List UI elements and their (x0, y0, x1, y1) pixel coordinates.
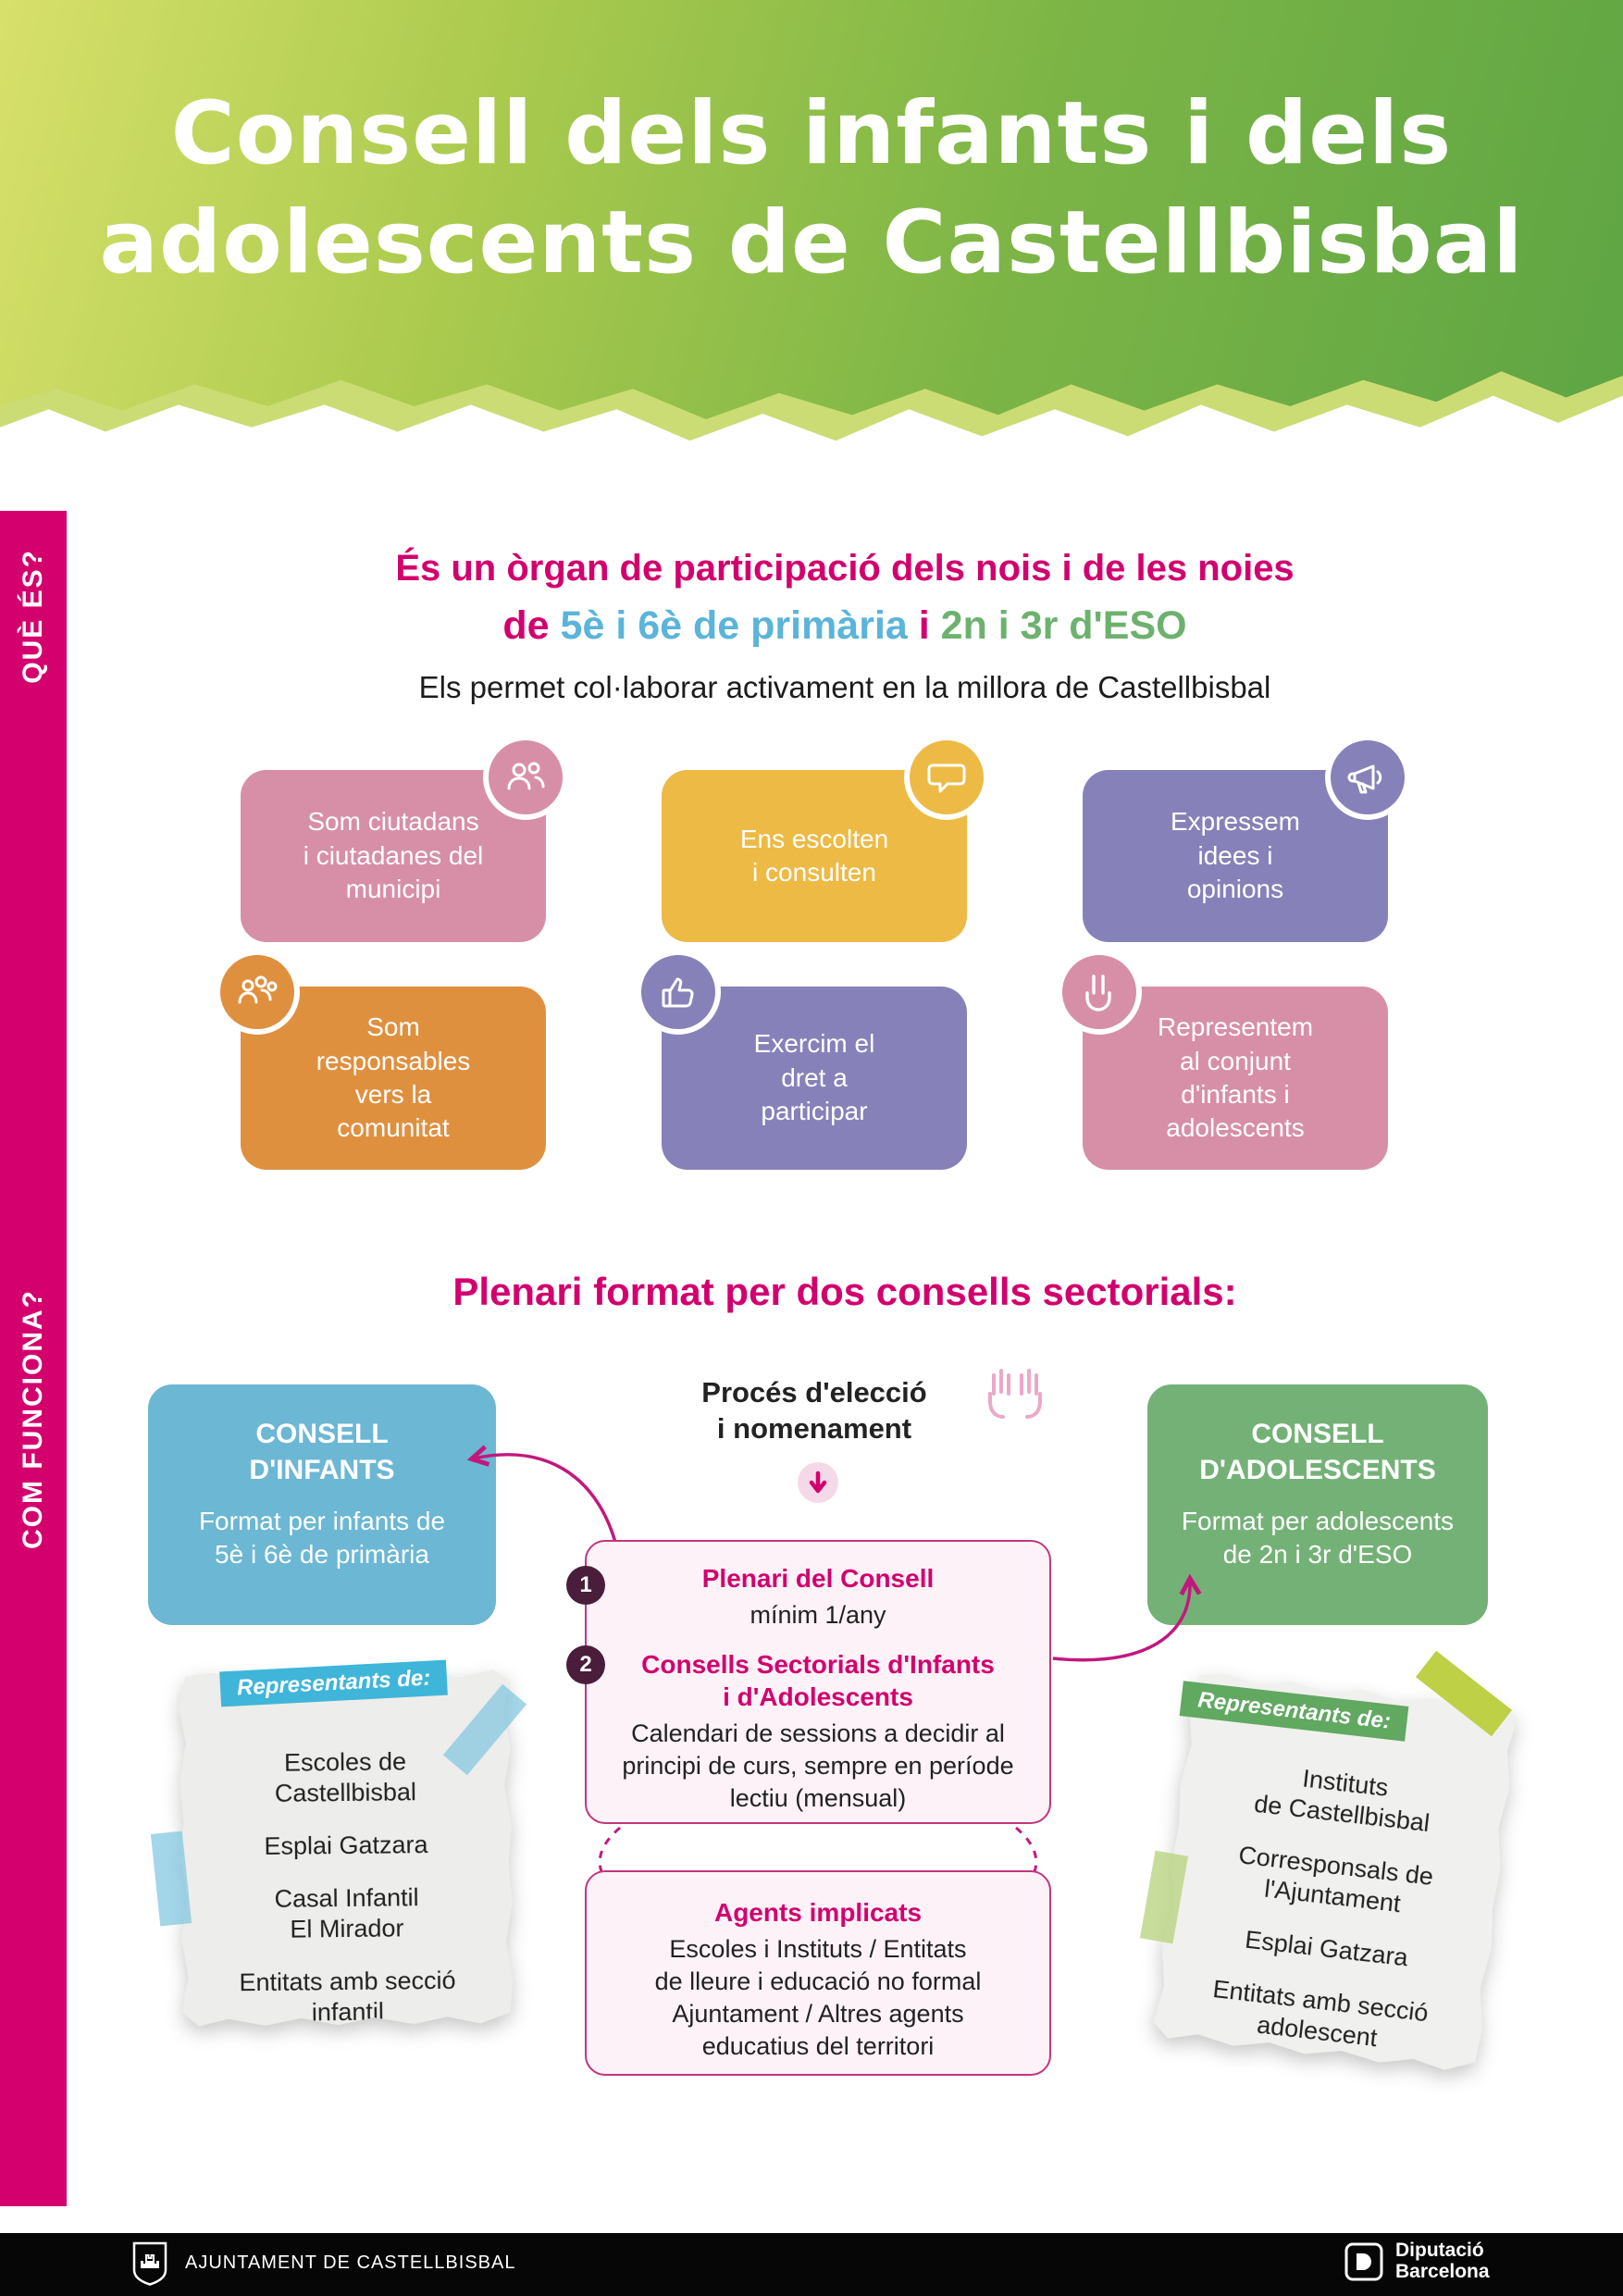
feature-card-express-label: Expressem idees i opinions (1170, 807, 1301, 904)
plenari-item2-body: Calendari de sessions a decidir al princ… (622, 1719, 1014, 1813)
note-left-paper: Escoles de Castellbisbal Esplai Gatzara … (179, 1669, 514, 2027)
community-icon (215, 949, 300, 1035)
page-title: Consell dels infants i dels adolescents … (99, 83, 1524, 294)
sidebar-label-que-es: QUÈ ÉS? (0, 533, 67, 700)
note-left: Escoles de Castellbisbal Esplai Gatzara … (179, 1669, 514, 2027)
feature-card-participate-label: Exercim el dret a participar (753, 1029, 875, 1126)
feature-card-listen-label: Ens escolten i consulten (739, 824, 889, 887)
feature-card-responsible: Som responsables vers la comunitat (215, 949, 546, 1170)
ajuntament-logo-block: AJUNTAMENT DE CASTELLBISBAL (130, 2239, 515, 2287)
header-banner (0, 0, 1623, 420)
sidebar-stripe: QUÈ ÉS? COM FUNCIONA? (0, 511, 67, 2206)
consell-infants-title: CONSELL D'INFANTS (249, 1419, 395, 1485)
sidebar-label-que-es-text: QUÈ ÉS? (18, 549, 48, 684)
note-left-item-2: Esplai Gatzara (264, 1830, 428, 1860)
agents-title: Agents implicats (713, 1898, 923, 1927)
note-left-item-1: Escoles de Castellbisbal (274, 1747, 417, 1807)
plenari-item1-body: mínim 1/any (750, 1601, 886, 1629)
feature-card-represent-label: Representem al conjunt d'infants i adole… (1157, 1012, 1314, 1143)
sidebar-label-com-funciona-text: COM FUNCIONA? (18, 1288, 48, 1549)
victory-hand-icon (1057, 949, 1142, 1035)
plenari-item2-title: Consells Sectorials d'Infants i d'Adoles… (641, 1650, 995, 1712)
raised-hands-icon (979, 1362, 1051, 1428)
consell-adolescents-card: CONSELL D'ADOLESCENTS Format per adolesc… (1147, 1384, 1488, 1625)
note-right-item-2: Corresponsals de l'Ajuntament (1236, 1841, 1435, 1917)
castle-shield-icon (132, 2241, 167, 2286)
feature-card-citizens: Som ciutadans i ciutadanes del municipi (241, 735, 568, 942)
intro-line2-primaria: 5è i 6è de primària (560, 603, 908, 648)
ajuntament-label: AJUNTAMENT DE CASTELLBISBAL (185, 2252, 516, 2273)
intro-line-3: Els permet col·laborar activament en la … (418, 670, 1271, 704)
feature-card-express: Expressem idees i opinions (1083, 735, 1410, 942)
plenari-item1-title: Plenari del Consell (701, 1564, 935, 1593)
intro-line-1: És un òrgan de participació dels nois i … (395, 548, 1295, 589)
consell-adolescents-title: CONSELL D'ADOLESCENTS (1199, 1419, 1436, 1485)
down-arrow-icon (798, 1462, 838, 1503)
consell-infants-body: Format per infants de 5è i 6è de primàri… (198, 1507, 446, 1570)
citizens-icon (483, 735, 568, 820)
step-number-2: 2 (566, 1645, 605, 1684)
consell-adolescents-body: Format per adolescents de 2n i 3r d'ESO (1181, 1507, 1455, 1570)
intro-line2-mid: i (907, 603, 941, 648)
feature-card-participate: Exercim el dret a participar (636, 949, 967, 1170)
step-number-1: 1 (566, 1566, 605, 1605)
note-left-item-3: Casal Infantil El Mirador (274, 1882, 419, 1943)
intro-line-2: de 5è i 6è de primària i 2n i 3r d'ESO (67, 603, 1623, 649)
feature-card-represent: Representem al conjunt d'infants i adole… (1057, 949, 1388, 1170)
plenari-box: 1 2 Plenari del Consell mínim 1/any Cons… (566, 1540, 1051, 1824)
agents-body: Escoles i Instituts / Entitats de lleure… (654, 1935, 982, 2061)
diputacio-logo-block: Diputació Barcelona (1344, 2240, 1490, 2282)
note-right-item-3: Esplai Gatzara (1243, 1925, 1410, 1972)
consell-infants-card: CONSELL D'INFANTS Format per infants de … (148, 1384, 496, 1625)
diputacio-logo-icon (1344, 2242, 1383, 2281)
note-right-item-1: Instituts de Castellbisbal (1252, 1764, 1431, 1838)
megaphone-icon (1325, 735, 1410, 820)
intro-line2-eso: 2n i 3r d'ESO (940, 603, 1187, 648)
sidebar-label-com-funciona: COM FUNCIONA? (0, 1257, 67, 1581)
feature-card-responsible-label: Som responsables vers la comunitat (316, 1012, 471, 1143)
speech-bubble-icon (904, 735, 989, 820)
feature-card-citizens-label: Som ciutadans i ciutadanes del municipi (303, 807, 484, 904)
section-heading-plenari: Plenari format per dos consells sectoria… (452, 1270, 1237, 1313)
feature-card-listen: Ens escolten i consulten (662, 735, 989, 942)
diputacio-label: Diputació Barcelona (1395, 2240, 1490, 2282)
process-title: Procés d'elecció i nomenament (701, 1376, 927, 1445)
agents-box: Agents implicats Escoles i Instituts / E… (585, 1870, 1051, 2076)
note-right-item-4: Entitats amb secció adolescent (1211, 1974, 1431, 2052)
vote-icon (636, 949, 721, 1035)
intro-line2-prefix: de (502, 603, 561, 648)
note-left-item-4: Entitats amb secció infantil (239, 1966, 456, 2027)
